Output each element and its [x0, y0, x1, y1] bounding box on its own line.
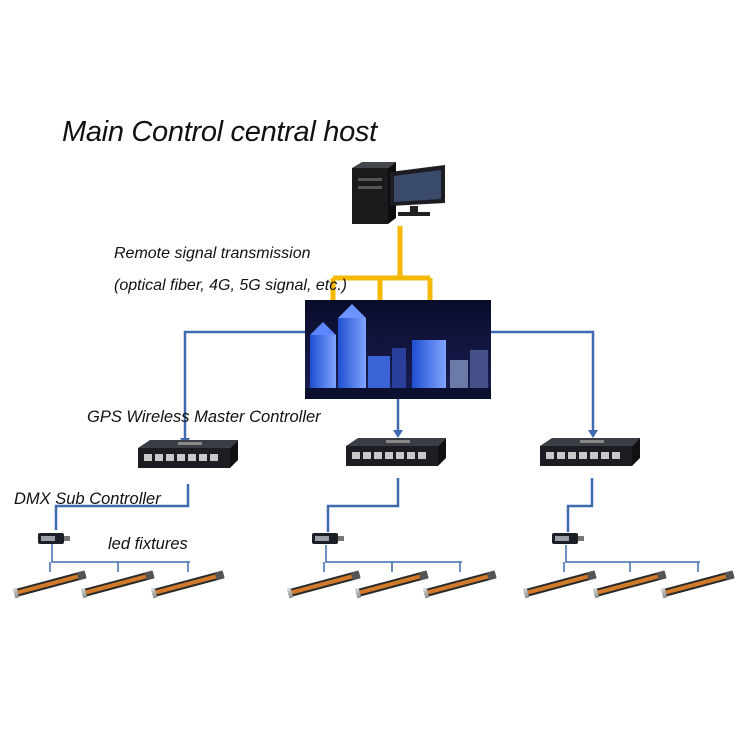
sub-controller-icon	[38, 533, 70, 544]
led-fixtures-label: led fixtures	[108, 535, 188, 553]
remote-signal-detail: (optical fiber, 4G, 5G signal, etc.)	[114, 277, 347, 294]
city-night-photo	[305, 300, 491, 399]
led-bar-icon	[286, 569, 361, 599]
master-controller-icon	[540, 438, 640, 466]
led-bar-icon	[422, 569, 497, 599]
master-controller-icon	[138, 440, 238, 468]
sub-controller-icon	[312, 533, 344, 544]
monitor-icon	[390, 165, 445, 216]
led-bar-icon	[150, 569, 225, 599]
led-bar-icon	[354, 569, 429, 599]
led-bar-icon	[12, 569, 87, 599]
link-lines	[54, 330, 595, 532]
led-bar-icon	[522, 569, 597, 599]
sub-controller-icon	[552, 533, 584, 544]
gps-master-controller-label: GPS Wireless Master Controller	[87, 408, 321, 426]
led-bar-icon	[80, 569, 155, 599]
fixture-bus-lines	[49, 544, 700, 572]
led-bar-icon	[660, 569, 735, 599]
dmx-sub-controller-label: DMX Sub Controller	[14, 490, 161, 508]
page-title: Main Control central host	[62, 116, 377, 148]
master-controller-icon	[346, 438, 446, 466]
led-bar-icon	[592, 569, 667, 599]
pc-tower-icon	[352, 162, 396, 224]
remote-signal-label: Remote signal transmission	[114, 245, 311, 262]
